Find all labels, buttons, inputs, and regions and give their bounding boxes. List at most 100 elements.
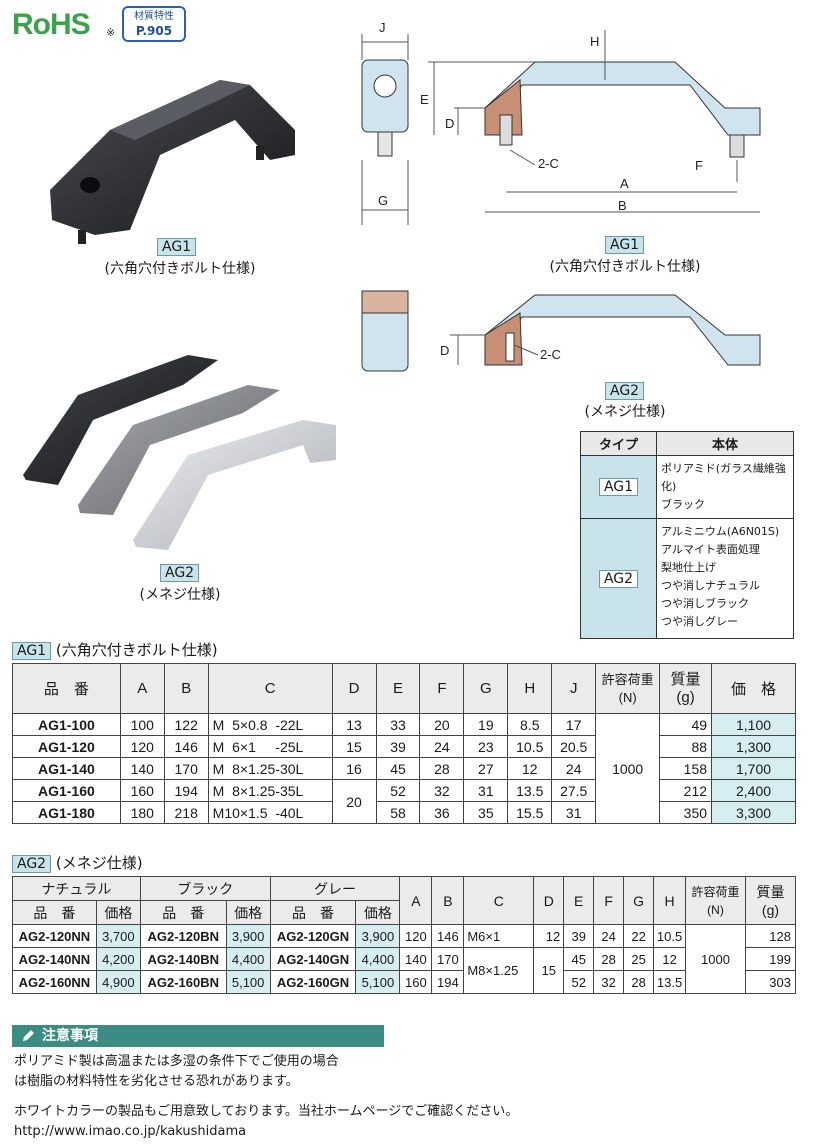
ag1-cell-g: 35 [463, 801, 509, 824]
ag1-spec-table: 品 番 A B C D E F G H J 許容荷重(N) 質量(g) 価 格 … [12, 663, 796, 824]
ag1-cell-b: 218 [163, 801, 209, 824]
ag1-section-title: AG1 (六角穴付きボルト仕様) [12, 639, 218, 660]
caution-header: 注意事項 [12, 1025, 384, 1047]
ag1-cell-j: 27.5 [551, 779, 597, 802]
spec-type-ag1: AG1 [580, 455, 657, 519]
ag2-header-g: G [623, 876, 655, 925]
ag2-price-natural: 4,900 [95, 970, 141, 994]
pencil-icon [23, 1030, 34, 1041]
dim-label-f: F [695, 158, 703, 173]
ag2-cell-c-shared: M8×1.25 [463, 947, 535, 994]
ag1-cell-j: 24 [551, 757, 597, 780]
table-row: AG1-160 160 194 M 8×1.25-35L 20 52 32 31… [12, 779, 796, 824]
ag2-dim-label-2c: 2-C [540, 347, 561, 362]
dim-label-2c: 2-C [538, 156, 559, 171]
ag2-header-black: ブラック [139, 876, 271, 901]
ag1-cell-c: M10×1.5 -40L [207, 801, 333, 824]
ag1-header-price: 価 格 [711, 663, 796, 714]
ag2-cell-mass: 128 [744, 924, 797, 948]
ag1-cell-a: 100 [119, 713, 165, 736]
ag1-header-d: D [331, 663, 377, 714]
material-label: 材質特性 [134, 11, 174, 22]
ag1-cell-f: 36 [419, 801, 465, 824]
ag1-part-number: AG1-140 [12, 757, 121, 780]
ag1-cell-price: 3,300 [711, 801, 796, 824]
ag2-cell-h: 12 [653, 947, 687, 971]
ag2-load-value: 1000 [685, 924, 746, 994]
ag2-price-natural: 4,200 [95, 947, 141, 971]
ag1-photo-tag: AG1 [157, 236, 197, 256]
ag2-cell-f: 32 [593, 970, 625, 994]
ag2-photo-tag: AG2 [160, 562, 200, 582]
ag2-cell-f: 28 [593, 947, 625, 971]
homepage-link[interactable]: http://www.imao.co.jp/kakushidama [14, 1124, 247, 1139]
ag2-header-c: C [463, 876, 535, 925]
ag2-price-natural: 3,700 [95, 924, 141, 948]
ag1-cell-c: M 5×0.8 -22L [207, 713, 333, 736]
ag2-header-a: A [399, 876, 433, 925]
ag1-header-a: A [119, 663, 165, 714]
ag1-cell-d: 16 [331, 757, 377, 780]
ag2-dim-label-d: D [440, 343, 449, 358]
ag1-cell-b: 170 [163, 757, 209, 780]
material-properties-badge[interactable]: 材質特性 P.905 [122, 6, 186, 42]
ag2-header-d: D [533, 876, 565, 925]
ag1-cell-e: 52 [375, 779, 421, 802]
table-row: AG2-120NN 3,700 AG2-120BN 3,900 AG2-120G… [12, 924, 797, 994]
spec-body-ag1: ポリアミド(ガラス繊維強化) ブラック [656, 455, 794, 519]
ag2-header-e: E [563, 876, 595, 925]
spec-body-ag2: アルミニウム(A6N01S) アルマイト表面処理 梨地仕上げ つや消しナチュラル… [656, 518, 794, 639]
ag1-cell-d: 15 [331, 735, 377, 758]
table-row: AG1-180 180 218 M10×1.5 -40L 58 36 35 15… [12, 801, 796, 824]
ag2-part-black: AG2-160BN [139, 970, 227, 994]
ag1-header-b: B [163, 663, 209, 714]
ag2-cell-d-shared: 15 [533, 947, 565, 994]
ag1-cell-mass: 88 [659, 735, 713, 758]
ag1-cell-d-shared: 20 [331, 779, 377, 824]
ag2-part-natural: AG2-160NN [12, 970, 97, 994]
ag1-cell-j: 20.5 [551, 735, 597, 758]
ag1-cell-h: 10.5 [507, 735, 553, 758]
dim-label-e: E [420, 92, 429, 107]
ag1-cell-f: 28 [419, 757, 465, 780]
ag2-cell-e: 39 [563, 924, 595, 948]
ag1-header-c: C [207, 663, 333, 714]
ag2-drawing-tag: AG2 [605, 380, 645, 400]
ag2-price-black: 5,100 [225, 970, 271, 994]
material-spec-table: タイプ 本体 AG1 ポリアミド(ガラス繊維強化) ブラック AG2 アルミニウ… [580, 431, 794, 639]
ag1-cell-c: M 8×1.25-35L [207, 779, 333, 802]
ag1-cell-b: 122 [163, 713, 209, 736]
caution-note-3: ホワイトカラーの製品もご用意致しております。当社ホームページでご確認ください。 [14, 1104, 519, 1119]
ag1-cell-g: 27 [463, 757, 509, 780]
ag1-cell-e: 39 [375, 735, 421, 758]
dim-label-a: A [620, 176, 629, 191]
ag2-part-black: AG2-140BN [139, 947, 227, 971]
ag1-cell-c: M 6×1 -25L [207, 735, 333, 758]
ag1-cell-g: 23 [463, 735, 509, 758]
ag2-header-price-natural: 価格 [95, 900, 141, 925]
ag2-cell-a: 120 [399, 924, 433, 948]
ag2-cell-f: 24 [593, 924, 625, 948]
ag2-section-title: AG2 (メネジ仕様) [12, 852, 143, 873]
table-row: AG1-120 120 146 M 6×1 -25L 15 39 24 23 1… [12, 735, 796, 758]
ag1-part-number: AG1-100 [12, 713, 121, 736]
ag1-cell-a: 140 [119, 757, 165, 780]
ag2-header-f: F [593, 876, 625, 925]
dim-label-b: B [618, 198, 627, 213]
ag1-header-f: F [419, 663, 465, 714]
ag2-dimension-drawing: D 2-C [361, 290, 761, 372]
caution-note-2: は樹脂の材料特性を劣化させる恐れがあります。 [14, 1074, 299, 1089]
ag2-price-grey: 5,100 [355, 970, 401, 994]
ag2-header-price-black: 価格 [225, 900, 271, 925]
rohs-note-mark: ※ [106, 26, 116, 39]
ag2-header-part-grey: 品 番 [269, 900, 357, 925]
ag2-cell-g: 25 [623, 947, 655, 971]
ag1-cell-f: 20 [419, 713, 465, 736]
ag2-header-mass: 質量(g) [744, 876, 797, 925]
ag2-header-part-natural: 品 番 [12, 900, 97, 925]
ag1-cell-d: 13 [331, 713, 377, 736]
ag1-cell-g: 19 [463, 713, 509, 736]
ag1-cell-f: 24 [419, 735, 465, 758]
dim-label-h: H [590, 34, 599, 49]
ag2-header-grey: グレー [269, 876, 401, 901]
